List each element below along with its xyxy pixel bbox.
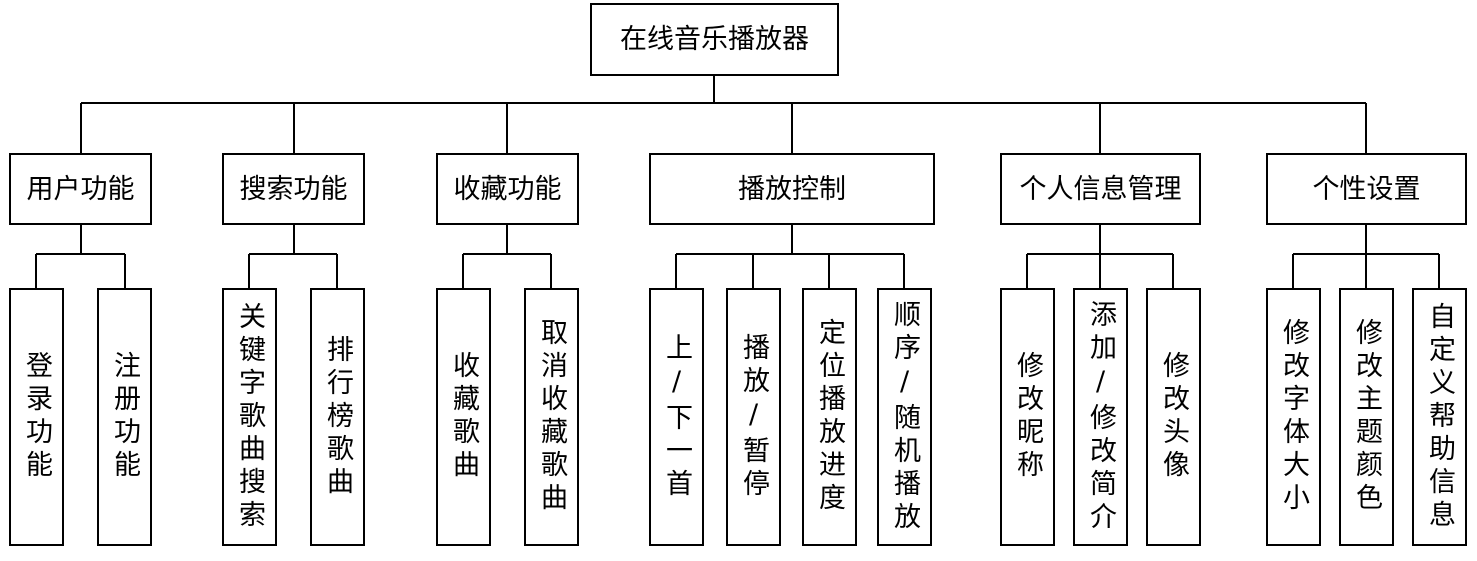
root-label: 在线音乐播放器 bbox=[620, 24, 809, 55]
leaf-label: 收藏歌曲 bbox=[448, 351, 479, 483]
leaf-label: 修改主题颜色 bbox=[1351, 318, 1382, 516]
leaf-register: 注册功能 bbox=[97, 288, 152, 546]
leaf-label: 修改头像 bbox=[1158, 351, 1189, 483]
leaf-label: 播放/暂停 bbox=[738, 332, 769, 502]
root-node: 在线音乐播放器 bbox=[590, 3, 839, 76]
module-favorites: 收藏功能 bbox=[436, 153, 579, 225]
module-label: 搜索功能 bbox=[239, 173, 348, 205]
leaf-prev-next: 上/下一首 bbox=[649, 288, 704, 546]
module-label: 个人信息管理 bbox=[1019, 173, 1182, 205]
leaf-order-shuffle: 顺序/随机播放 bbox=[877, 288, 932, 546]
module-label: 用户功能 bbox=[26, 173, 135, 205]
leaf-font-size: 修改字体大小 bbox=[1266, 288, 1321, 546]
leaf-label: 修改昵称 bbox=[1012, 351, 1043, 483]
leaf-seek-position: 定位播放进度 bbox=[802, 288, 857, 546]
leaf-label: 修改字体大小 bbox=[1278, 318, 1309, 516]
leaf-edit-bio: 添加/修改简介 bbox=[1073, 288, 1128, 546]
module-label: 个性设置 bbox=[1312, 173, 1421, 205]
leaf-edit-nickname: 修改昵称 bbox=[1000, 288, 1055, 546]
module-user: 用户功能 bbox=[9, 153, 152, 225]
module-personalization: 个性设置 bbox=[1266, 153, 1467, 225]
leaf-label: 定位播放进度 bbox=[814, 318, 845, 516]
leaf-edit-avatar: 修改头像 bbox=[1146, 288, 1201, 546]
leaf-label: 自定义帮助信息 bbox=[1424, 301, 1455, 533]
leaf-login: 登录功能 bbox=[9, 288, 64, 546]
module-playback-control: 播放控制 bbox=[649, 153, 935, 225]
module-search: 搜索功能 bbox=[222, 153, 365, 225]
leaf-label: 上/下一首 bbox=[661, 332, 692, 502]
leaf-label: 取消收藏歌曲 bbox=[536, 318, 567, 516]
leaf-theme-color: 修改主题颜色 bbox=[1339, 288, 1394, 546]
leaf-label: 关键字歌曲搜索 bbox=[234, 301, 265, 533]
leaf-keyword-search: 关键字歌曲搜索 bbox=[222, 288, 277, 546]
leaf-help-info: 自定义帮助信息 bbox=[1412, 288, 1467, 546]
module-label: 收藏功能 bbox=[453, 173, 562, 205]
leaf-favorite-song: 收藏歌曲 bbox=[436, 288, 491, 546]
leaf-label: 登录功能 bbox=[21, 351, 52, 483]
module-profile-management: 个人信息管理 bbox=[1000, 153, 1201, 225]
leaf-rank-songs: 排行榜歌曲 bbox=[310, 288, 365, 546]
leaf-unfavorite-song: 取消收藏歌曲 bbox=[524, 288, 579, 546]
module-label: 播放控制 bbox=[738, 173, 846, 205]
leaf-label: 添加/修改简介 bbox=[1085, 299, 1116, 535]
leaf-play-pause: 播放/暂停 bbox=[726, 288, 781, 546]
leaf-label: 顺序/随机播放 bbox=[889, 299, 920, 535]
leaf-label: 注册功能 bbox=[109, 351, 140, 483]
leaf-label: 排行榜歌曲 bbox=[322, 334, 353, 500]
